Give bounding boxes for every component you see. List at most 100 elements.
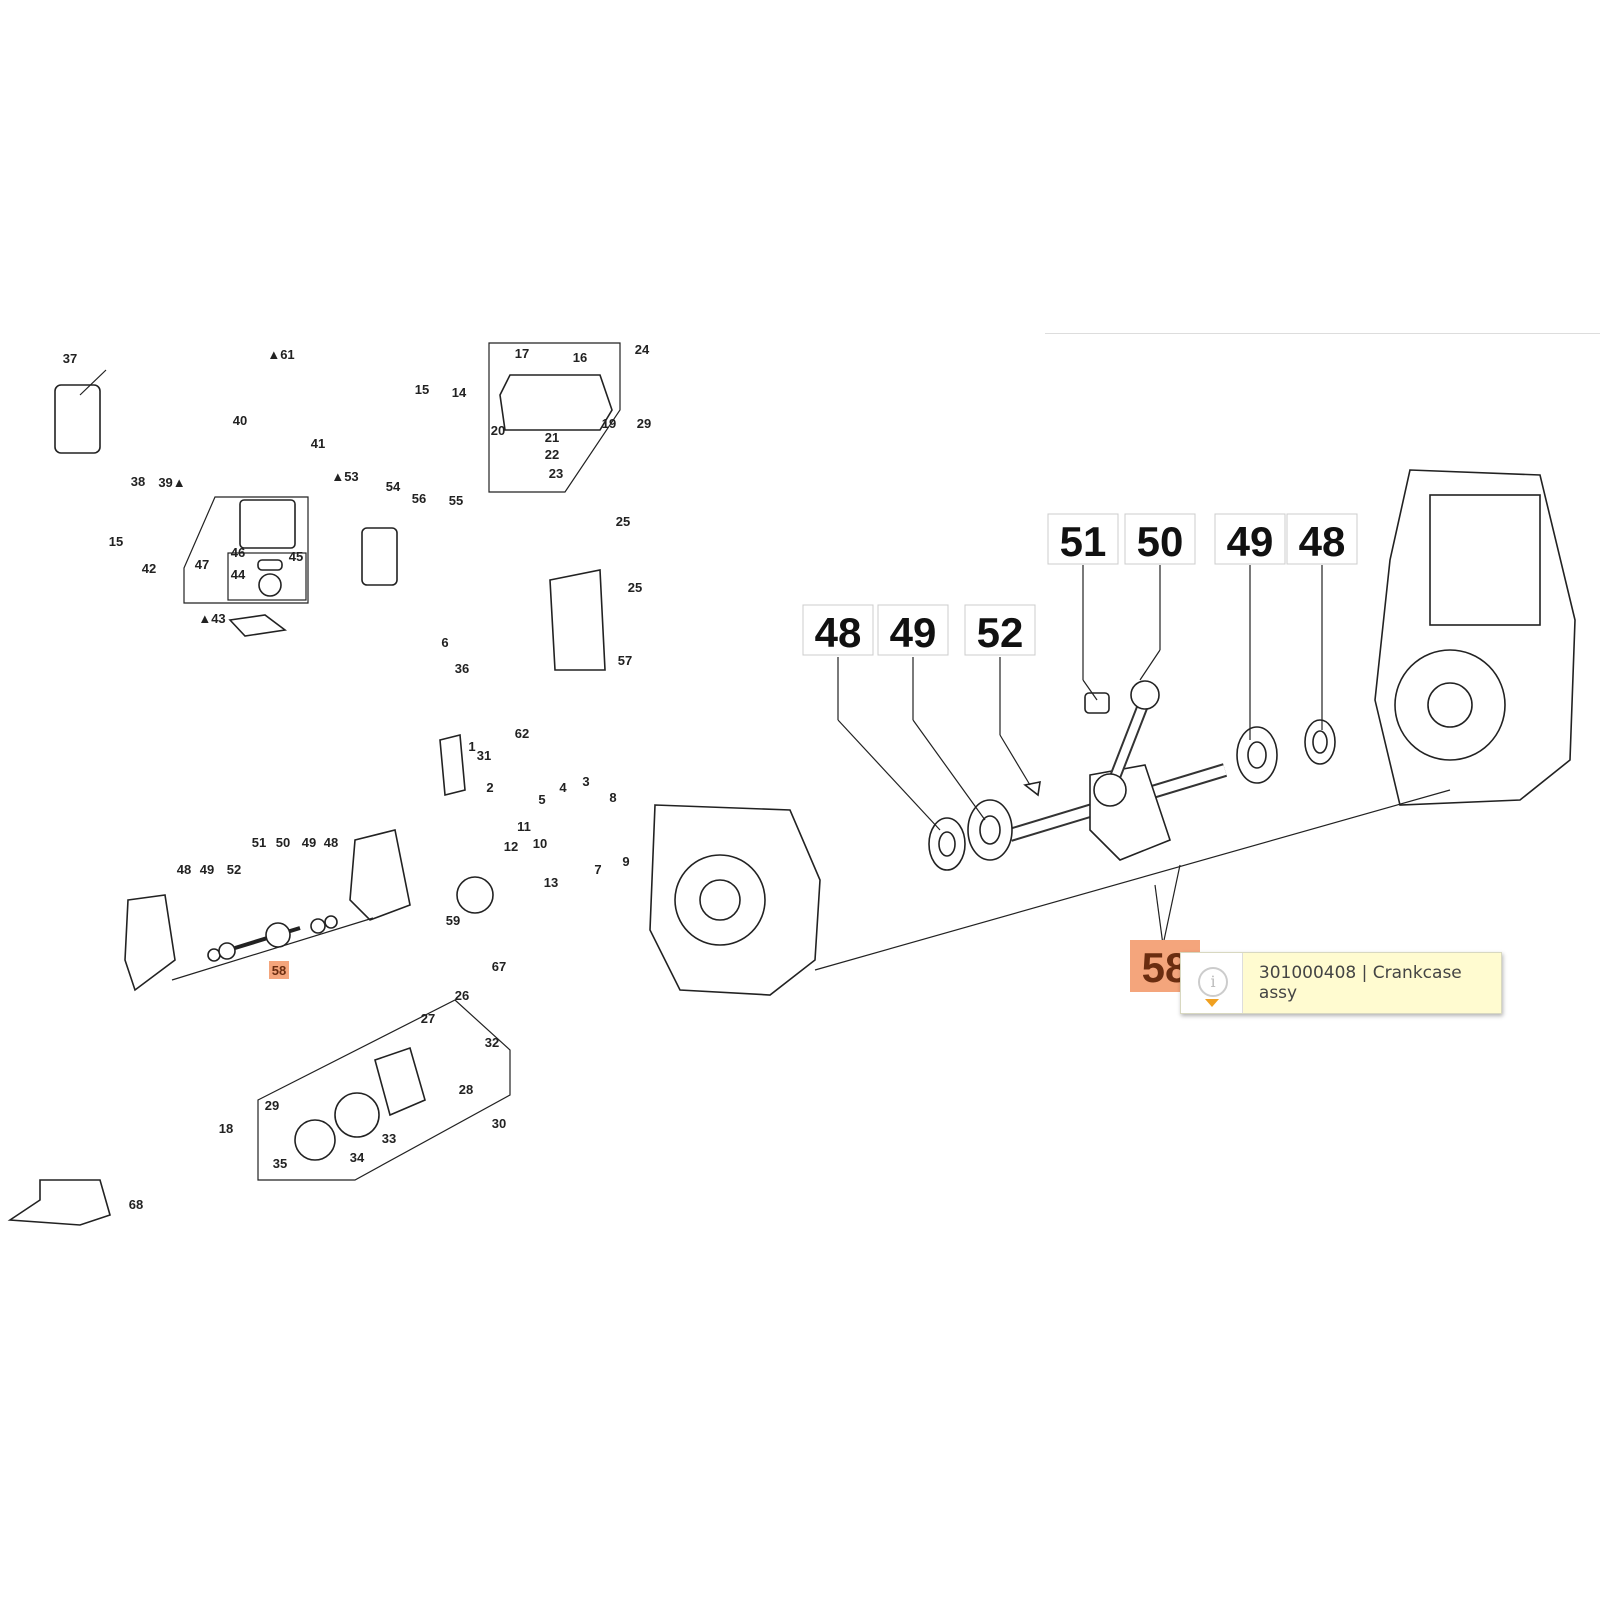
callout-53[interactable]: ▲53: [331, 469, 358, 484]
callout-62[interactable]: 62: [515, 726, 529, 741]
large-callout-48[interactable]: 48: [1299, 518, 1346, 565]
callout-8[interactable]: 8: [609, 790, 616, 805]
air-filter-part[interactable]: [361, 527, 398, 586]
muffler-part[interactable]: [549, 569, 606, 671]
callout-47[interactable]: 47: [195, 557, 209, 572]
small-highlight-callout-58[interactable]: 58: [269, 961, 289, 979]
callout-15[interactable]: 15: [109, 534, 123, 549]
callout-26[interactable]: 26: [455, 988, 469, 1003]
callout-4[interactable]: 4: [559, 780, 567, 795]
ignition-coil-part[interactable]: [439, 733, 466, 797]
info-icon: i: [1181, 953, 1243, 1013]
callout-24[interactable]: 24: [635, 342, 650, 357]
large-callout-box: [1124, 513, 1196, 565]
large-callout-box: [802, 604, 874, 656]
callout-1[interactable]: 1: [468, 739, 475, 754]
large-crankcase-half-right[interactable]: [1374, 469, 1576, 806]
callout-14[interactable]: 14: [452, 385, 467, 400]
callout-48[interactable]: 48: [324, 835, 338, 850]
callout-6[interactable]: 6: [441, 635, 448, 650]
large-callout-48[interactable]: 48: [815, 609, 862, 656]
callout-61[interactable]: ▲61: [267, 347, 294, 362]
callout-2[interactable]: 2: [486, 780, 493, 795]
callout-22[interactable]: 22: [545, 447, 559, 462]
svg-text:58: 58: [272, 963, 286, 978]
callout-7[interactable]: 7: [594, 862, 601, 877]
large-crankshaft[interactable]: [1007, 680, 1228, 861]
callout-39[interactable]: 39▲: [158, 475, 185, 490]
callout-42[interactable]: 42: [142, 561, 156, 576]
callout-41[interactable]: 41: [311, 436, 325, 451]
flywheel-part[interactable]: [456, 876, 494, 914]
callout-44[interactable]: 44: [231, 567, 246, 582]
callout-49[interactable]: 49: [302, 835, 316, 850]
large-callout-box: [1286, 513, 1358, 565]
callout-50[interactable]: 50: [276, 835, 290, 850]
callout-9[interactable]: 9: [622, 854, 629, 869]
large-callout-box: [877, 604, 949, 656]
large-crankcase-half-left[interactable]: [649, 804, 821, 996]
callout-29[interactable]: 29: [637, 416, 651, 431]
callout-28[interactable]: 28: [459, 1082, 473, 1097]
callout-31[interactable]: 31: [477, 748, 491, 763]
callout-33[interactable]: 33: [382, 1131, 396, 1146]
callout-48[interactable]: 48: [177, 862, 191, 877]
cylinder-box: [183, 496, 309, 604]
callout-34[interactable]: 34: [350, 1150, 365, 1165]
callout-20[interactable]: 20: [491, 423, 505, 438]
callout-18[interactable]: 18: [219, 1121, 233, 1136]
callout-55[interactable]: 55: [449, 493, 463, 508]
starter-box: [257, 999, 511, 1181]
callout-51[interactable]: 51: [252, 835, 266, 850]
callout-21[interactable]: 21: [545, 430, 559, 445]
carburetor-part[interactable]: [54, 369, 107, 454]
large-callout-box: [1047, 513, 1119, 565]
callout-45[interactable]: 45: [289, 549, 303, 564]
callout-56[interactable]: 56: [412, 491, 426, 506]
callout-36[interactable]: 36: [455, 661, 469, 676]
callout-67[interactable]: 67: [492, 959, 506, 974]
callout-17[interactable]: 17: [515, 346, 529, 361]
callout-11[interactable]: 11: [517, 819, 531, 834]
gasket-part[interactable]: [228, 614, 288, 637]
callout-43[interactable]: ▲43: [198, 611, 225, 626]
callout-12[interactable]: 12: [504, 839, 518, 854]
large-bearings[interactable]: [928, 692, 1336, 871]
callout-27[interactable]: 27: [421, 1011, 435, 1026]
large-callout-box: [964, 604, 1036, 656]
large-callout-52[interactable]: 52: [977, 609, 1024, 656]
large-callout-50[interactable]: 50: [1137, 518, 1184, 565]
callout-54[interactable]: 54: [386, 479, 401, 494]
small-crankcase-assembly[interactable]: [124, 829, 411, 992]
callout-40[interactable]: 40: [233, 413, 247, 428]
leader-lines: [814, 565, 1451, 971]
callout-13[interactable]: 13: [544, 875, 558, 890]
callout-3[interactable]: 3: [582, 774, 589, 789]
large-callout-49[interactable]: 49: [890, 609, 937, 656]
callout-38[interactable]: 38: [131, 474, 145, 489]
callout-35[interactable]: 35: [273, 1156, 287, 1171]
large-callouts: 51 50 49 48 48 49 52: [802, 513, 1358, 656]
callout-10[interactable]: 10: [533, 836, 547, 851]
callout-46[interactable]: 46: [231, 545, 245, 560]
callout-23[interactable]: 23: [549, 466, 563, 481]
large-callout-49[interactable]: 49: [1227, 518, 1274, 565]
large-callout-51[interactable]: 51: [1060, 518, 1107, 565]
callout-32[interactable]: 32: [485, 1035, 499, 1050]
callout-52[interactable]: 52: [227, 862, 241, 877]
callout-15[interactable]: 15: [415, 382, 429, 397]
callout-30[interactable]: 30: [492, 1116, 506, 1131]
callout-37[interactable]: 37: [63, 351, 77, 366]
callout-25[interactable]: 25: [616, 514, 630, 529]
callout-59[interactable]: 59: [446, 913, 460, 928]
callout-25[interactable]: 25: [628, 580, 642, 595]
callout-68[interactable]: 68: [129, 1197, 143, 1212]
callout-49[interactable]: 49: [200, 862, 214, 877]
callout-57[interactable]: 57: [618, 653, 632, 668]
callout-19[interactable]: 19: [602, 416, 616, 431]
callout-29[interactable]: 29: [265, 1098, 279, 1113]
callout-16[interactable]: 16: [573, 350, 587, 365]
bracket-part[interactable]: [7, 1179, 111, 1226]
callout-5[interactable]: 5: [538, 792, 545, 807]
